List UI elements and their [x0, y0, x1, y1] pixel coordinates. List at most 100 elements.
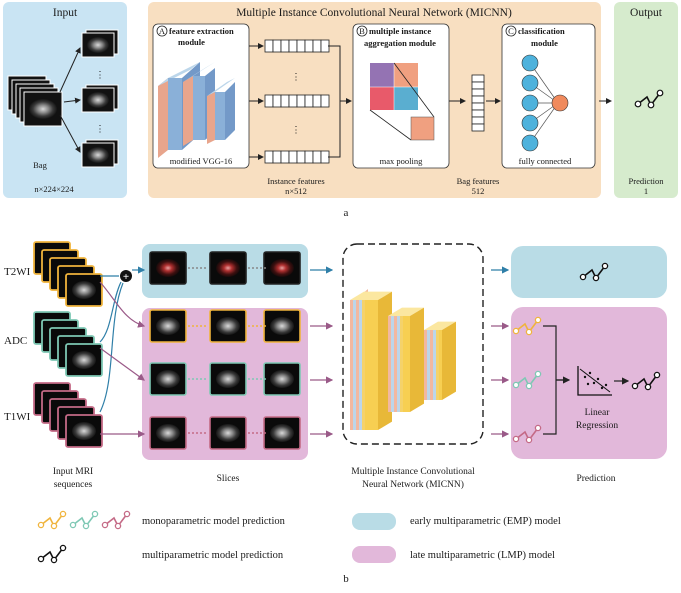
- prediction-label: Prediction: [576, 474, 615, 484]
- feature-cell: [320, 39, 330, 53]
- feature-cell: [296, 150, 306, 164]
- output-box: [614, 2, 678, 198]
- bag-feature-cell: [471, 95, 485, 104]
- module-c-title-1: classification: [518, 26, 565, 36]
- emp-prediction-icon: [579, 262, 609, 282]
- instance-features-label: Instance features: [267, 176, 324, 186]
- legend-multi-icon: [37, 544, 67, 564]
- input-node: [521, 54, 539, 72]
- adc-mono-prediction-icon: [512, 370, 542, 390]
- module-c-badge-letter: C: [508, 26, 514, 36]
- module-a-caption: modified VGG-16: [170, 156, 232, 166]
- t1wi-stack: [33, 382, 103, 448]
- legend-emp-swatch: [352, 513, 396, 530]
- lmp-prediction-band: [511, 307, 667, 459]
- feature-cell: [304, 150, 314, 164]
- adc-to-lmp-arrow: [99, 347, 145, 381]
- feature-cell: [312, 150, 322, 164]
- adc-stack: [33, 311, 103, 377]
- instance-bottom: [81, 139, 119, 168]
- feature-cell: [272, 39, 282, 53]
- module-a-title-1: feature extraction: [169, 26, 234, 36]
- feature-cell: [288, 39, 298, 53]
- input-node: [521, 114, 539, 132]
- bag-label: Bag: [33, 160, 47, 170]
- adc-to-plus-curve: [99, 281, 122, 343]
- feature-cell: [264, 94, 274, 108]
- micnn-label-2: Neural Network (MICNN): [362, 479, 464, 490]
- bag-feature-cell: [471, 123, 485, 132]
- legend-multi-text: multiparametric model prediction: [142, 550, 284, 561]
- feature-cell: [264, 150, 274, 164]
- sequence-label-t2wi: T2WI: [4, 266, 31, 278]
- bag-feature-cell: [471, 88, 485, 97]
- fusion-plus-symbol: +: [123, 271, 129, 283]
- linear-regression-plot: [577, 366, 612, 396]
- t2wi-stack: [33, 241, 103, 307]
- panel-b-caption: b: [343, 573, 349, 585]
- bag-feature-cell: [471, 116, 485, 125]
- bag-feature-vector: [471, 74, 485, 132]
- bag-features-dims: 512: [472, 186, 485, 196]
- bag-to-bottom-arrow: [59, 114, 81, 153]
- input-mri-label-2: sequences: [54, 480, 93, 490]
- lmp-final-prediction-icon: [631, 371, 661, 391]
- module-a-title-2: module: [178, 37, 205, 47]
- feature-cell: [312, 94, 322, 108]
- t2-mono-prediction-icon: [512, 316, 542, 336]
- output-prediction-value: 1: [644, 186, 648, 196]
- vgg-blocks: [158, 62, 235, 158]
- output-node: [551, 94, 569, 112]
- bag-dims: n×224×224: [34, 184, 74, 194]
- output-title: Output: [630, 7, 663, 19]
- t1-mono-prediction-icon: [512, 424, 542, 444]
- feature-cell: [296, 39, 306, 53]
- feature-cell: [272, 150, 282, 164]
- instance-features-ellipsis-1: ⋮: [291, 73, 301, 83]
- t1-to-plus-curve: [99, 282, 124, 413]
- legend-lmp-swatch: [352, 546, 396, 563]
- feature-cell: [280, 94, 290, 108]
- micnn-label-1: Multiple Instance Convolutional: [351, 467, 475, 477]
- instance-feature-vectors: [264, 39, 330, 164]
- bag-feature-cell: [471, 81, 485, 90]
- legend-emp-text: early multiparametric (EMP) model: [410, 516, 561, 527]
- module-b-badge: [356, 25, 368, 37]
- bag-stack: [7, 75, 63, 127]
- module-b-caption: max pooling: [380, 156, 423, 166]
- micnn-layers: [350, 291, 456, 430]
- bag-to-middle-arrow: [63, 97, 81, 104]
- input-node: [521, 134, 539, 152]
- micnn-title: Multiple Instance Convolutional Neural N…: [236, 7, 512, 19]
- slices-grid: [149, 251, 301, 450]
- feature-cell: [280, 39, 290, 53]
- module-b-title-1: multiple instance: [369, 26, 431, 36]
- instance-ellipsis-top: ⋮: [95, 71, 105, 81]
- instance-features-ellipsis-2: ⋮: [291, 126, 301, 136]
- module-c-caption: fully connected: [519, 156, 572, 166]
- module-a-badge: [156, 25, 168, 37]
- slices-label: Slices: [217, 474, 240, 484]
- feature-cell: [304, 39, 314, 53]
- instance-ellipsis-bottom: ⋮: [95, 125, 105, 135]
- module-b-title-2: aggregation module: [364, 38, 436, 48]
- input-title: Input: [53, 7, 78, 19]
- module-c-title-2: module: [531, 38, 558, 48]
- feature-cell: [304, 94, 314, 108]
- feature-cell: [280, 150, 290, 164]
- output-prediction-label: Prediction: [629, 176, 665, 186]
- regression-label-2: Regression: [576, 421, 618, 431]
- fully-connected-net: [521, 54, 569, 152]
- sequence-label-t1wi: T1WI: [4, 411, 31, 423]
- bag-to-top-arrow: [59, 47, 81, 93]
- prediction-icon: [634, 89, 664, 109]
- feature-cell: [296, 94, 306, 108]
- feature-cell: [320, 94, 330, 108]
- feature-cell: [320, 150, 330, 164]
- bag-feature-cell: [471, 102, 485, 111]
- instance-middle: [81, 84, 119, 113]
- instance-top: [81, 29, 119, 58]
- legend-mono-text: monoparametric model prediction: [142, 516, 286, 527]
- feature-cell: [288, 94, 298, 108]
